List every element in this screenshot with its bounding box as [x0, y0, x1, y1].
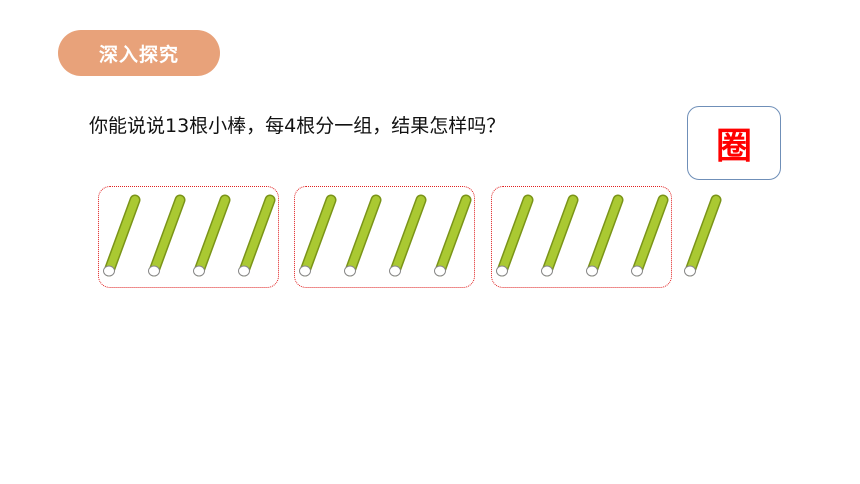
circle-button-label: 圈: [715, 125, 752, 167]
section-tag-label: 深入探究: [98, 43, 179, 66]
circle-button[interactable]: 圈: [687, 106, 781, 180]
stick-group-1: [98, 186, 279, 288]
stick: [684, 194, 722, 277]
section-tag: 深入探究: [58, 30, 220, 76]
stick-group-3: [491, 186, 672, 288]
question-text: 你能说说13根小棒，每4根分一组，结果怎样吗？: [89, 115, 506, 137]
stick-group-2: [294, 186, 475, 288]
